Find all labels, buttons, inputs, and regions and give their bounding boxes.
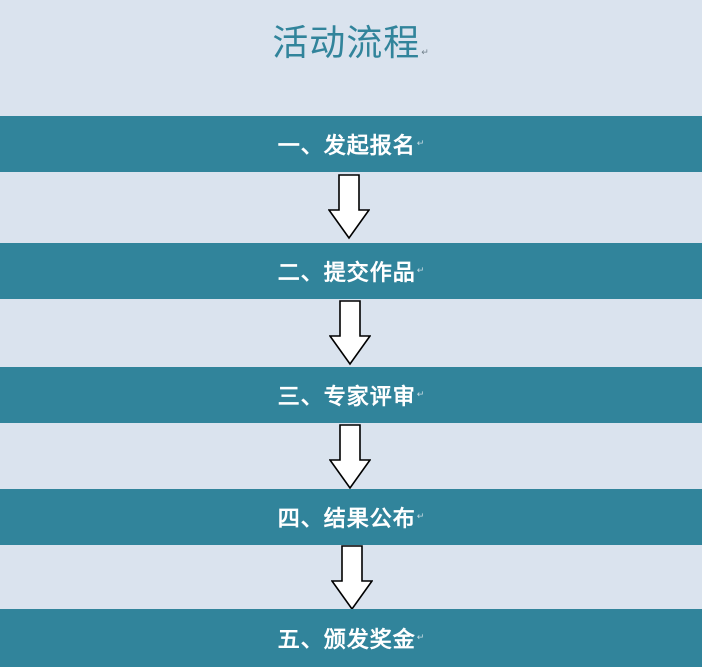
step-4-band: 四、结果公布↵ xyxy=(0,489,702,545)
paragraph-mark-icon: ↵ xyxy=(421,48,430,58)
step-4-label: 四、结果公布 xyxy=(277,506,416,532)
step-1-band: 一、发起报名↵ xyxy=(0,116,702,172)
down-arrow-icon xyxy=(329,424,371,490)
step-2-band: 二、提交作品↵ xyxy=(0,243,702,299)
paragraph-mark-icon: ↵ xyxy=(416,266,425,276)
down-arrow-icon xyxy=(328,174,370,240)
step-3-label: 三、专家评审 xyxy=(277,384,416,410)
down-arrow-icon xyxy=(329,300,371,366)
step-3-band: 三、专家评审↵ xyxy=(0,367,702,423)
paragraph-mark-icon: ↵ xyxy=(416,139,425,149)
paragraph-mark-icon: ↵ xyxy=(416,633,425,643)
paragraph-mark-icon: ↵ xyxy=(416,390,425,400)
page-title: 活动流程↵ xyxy=(0,18,702,79)
title-text: 活动流程 xyxy=(272,23,421,64)
step-2-label: 二、提交作品 xyxy=(277,260,416,286)
paragraph-mark-icon: ↵ xyxy=(416,512,425,522)
step-5-band: 五、颁发奖金↵ xyxy=(0,609,702,667)
down-arrow-icon xyxy=(331,545,373,611)
step-1-label: 一、发起报名 xyxy=(277,133,416,159)
step-5-label: 五、颁发奖金 xyxy=(277,627,416,653)
